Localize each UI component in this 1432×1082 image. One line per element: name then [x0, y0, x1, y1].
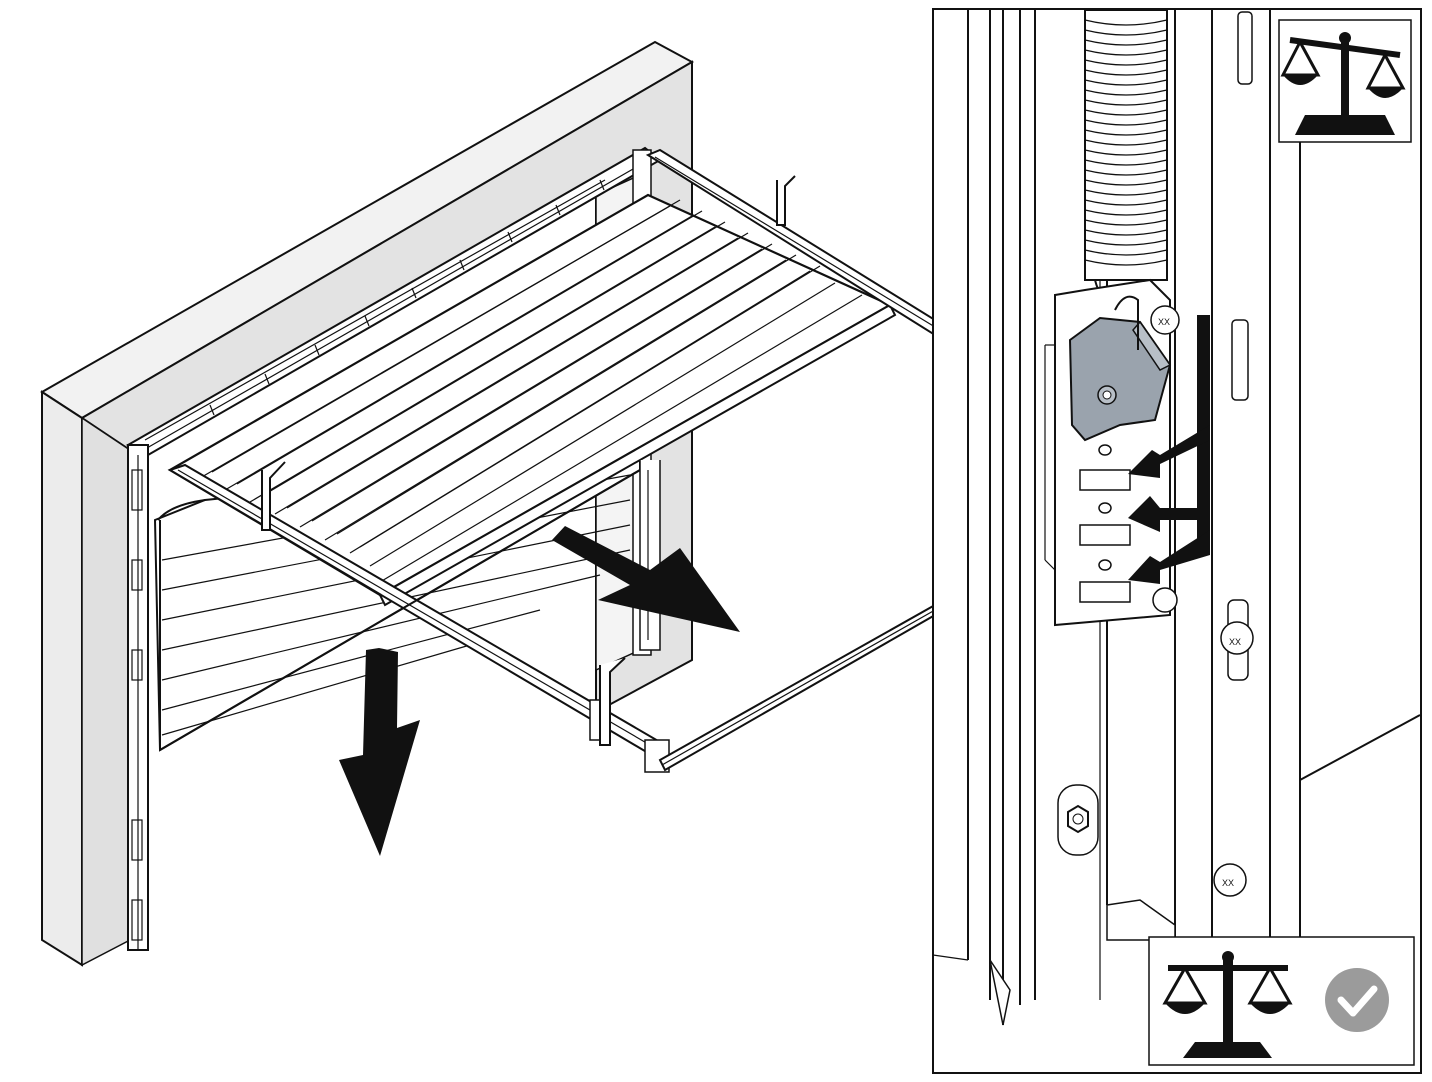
detail-view: XX XX XX: [932, 8, 1422, 1074]
spring-mark-label: XX: [1158, 317, 1170, 327]
check-circle-icon: [1325, 968, 1389, 1032]
outward-arrow: [552, 526, 740, 632]
bolt: [1057, 784, 1099, 856]
adjustment-arrows: [1128, 315, 1210, 584]
spring-hook-bracket: [1068, 295, 1172, 442]
main-view: [40, 40, 936, 967]
down-arrow: [339, 648, 420, 856]
plate-slots: [1079, 444, 1131, 603]
spring-mark-label: XX: [1222, 878, 1234, 888]
spring-mark-label: XX: [1229, 637, 1241, 647]
spring: [1084, 9, 1168, 312]
door-leaf: [167, 193, 897, 607]
balance-scale-icon: [1278, 19, 1412, 143]
bottom-rail: [159, 469, 641, 751]
vertical-track: [932, 10, 1421, 1026]
spring-end-markers: XX XX XX: [1150, 305, 1254, 897]
